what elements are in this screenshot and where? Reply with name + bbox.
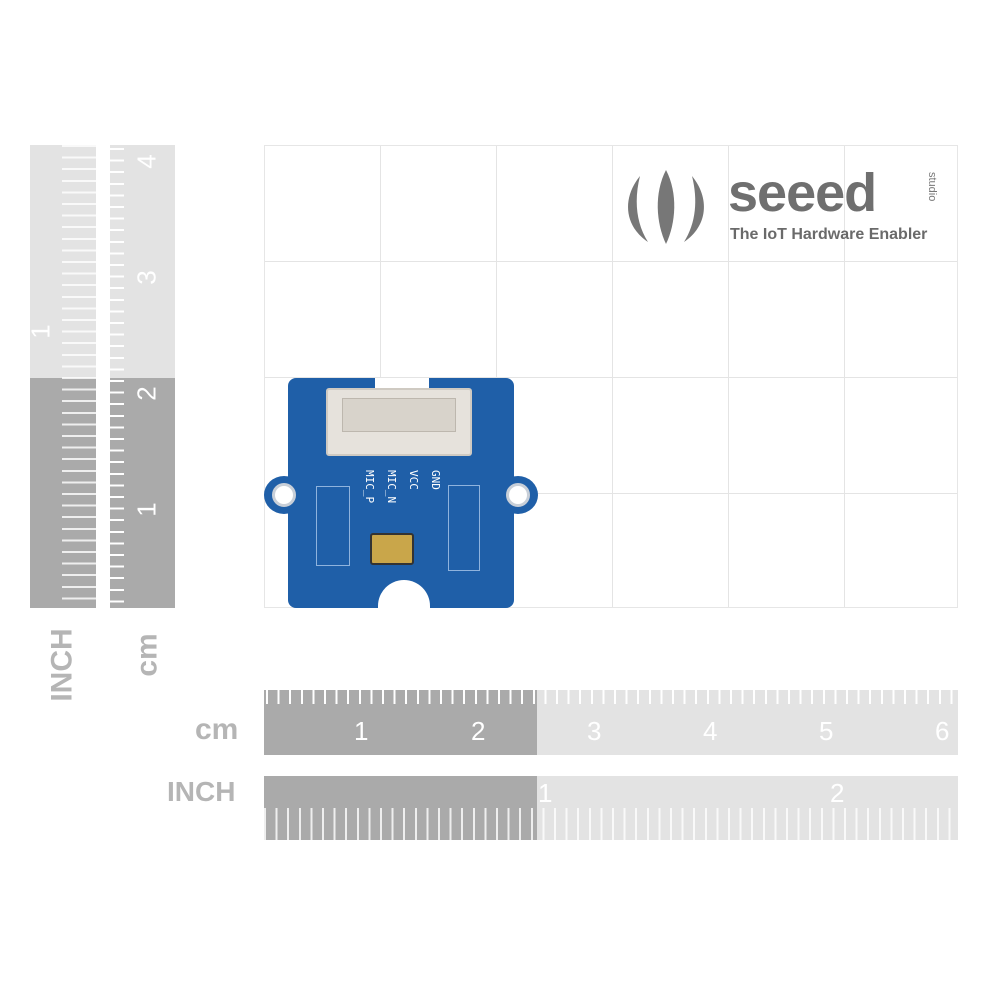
logo-sub: studio [926,172,938,202]
horizontal-cm-number: 2 [471,716,486,746]
vertical-cm-number: 4 [131,154,162,169]
pin-label-gnd: GND [429,470,442,490]
grove-connector [326,388,472,456]
horizontal-inch-ticks [264,808,958,840]
seeed-logo: seeed studio The IoT Hardware Enabler [620,163,960,248]
pin-label-mic-n: MIC_N [385,470,398,504]
smd-components-right [448,485,480,571]
logo-brand: seeed [728,163,877,223]
vertical-inch-ticks [62,145,96,608]
pin-label-mic-p: MIC_P [363,470,376,504]
smd-components-left [316,486,350,566]
mount-hole-right [506,483,530,507]
vertical-cm-label: cm [130,633,164,677]
microphone-chip [370,533,414,565]
horizontal-inch-number: 2 [830,778,845,808]
vertical-cm-number: 1 [131,502,162,517]
horizontal-inch-label: INCH [167,776,236,807]
mount-hole-left [272,483,296,507]
board-notch-top [375,378,429,390]
horizontal-cm-label: cm [195,713,239,746]
vertical-cm-number: 2 [131,386,162,401]
vertical-cm-ticks [110,148,124,606]
vertical-cm-number: 3 [131,270,162,285]
vertical-inch-number: 1 [25,324,56,339]
horizontal-cm-ticks [266,690,958,704]
horizontal-cm-number: 5 [819,716,834,746]
horizontal-cm-number: 1 [354,716,369,746]
vertical-inch-label: INCH [45,628,79,702]
horizontal-cm-number: 6 [935,716,950,746]
horizontal-inch-number: 1 [538,778,553,808]
seeed-logo-mark [628,170,704,244]
pin-label-vcc: VCC [407,470,420,490]
horizontal-cm-number: 3 [587,716,602,746]
logo-tagline: The IoT Hardware Enabler [730,226,928,243]
horizontal-cm-number: 4 [703,716,718,746]
